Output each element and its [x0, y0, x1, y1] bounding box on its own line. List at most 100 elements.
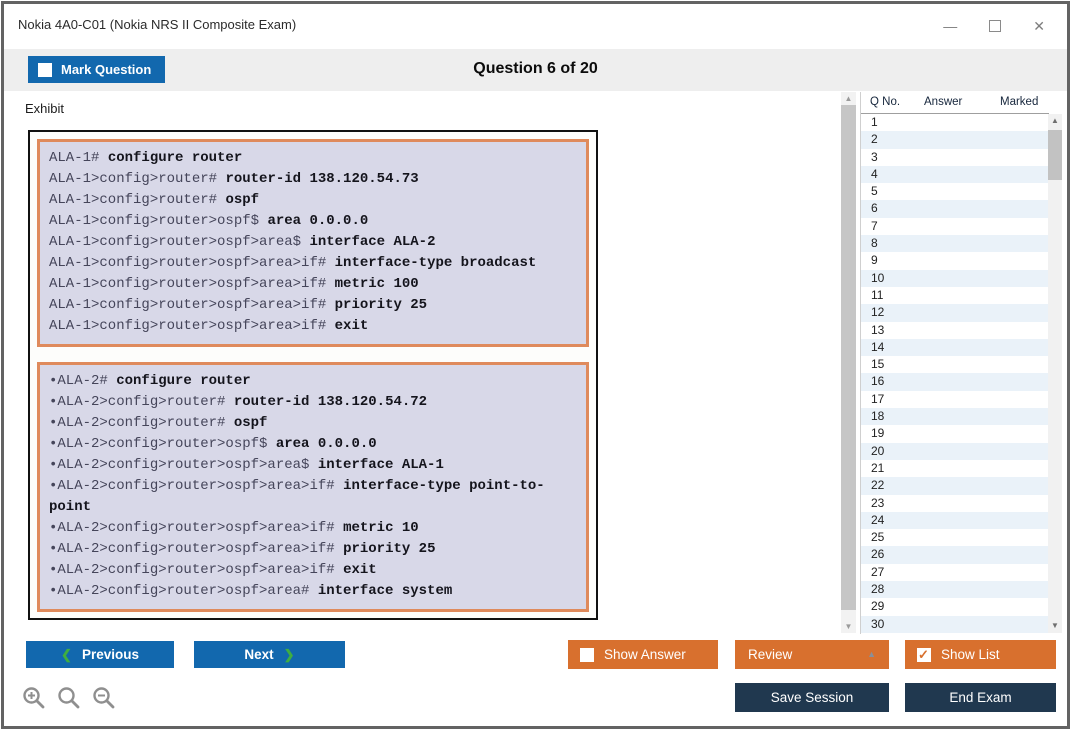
- code-line: •ALA-2>config>router>ospf>area>if# metri…: [49, 520, 419, 536]
- question-list-row[interactable]: 25: [871, 530, 885, 545]
- code-line: •ALA-2# configure router: [49, 373, 251, 389]
- code-line: ALA-1>config>router>ospf$ area 0.0.0.0: [49, 213, 369, 229]
- code-line: •ALA-2>config>router>ospf$ area 0.0.0.0: [49, 436, 377, 452]
- save-session-label: Save Session: [770, 690, 854, 705]
- question-list-row[interactable]: 14: [861, 338, 1049, 357]
- list-scrollbar-thumb[interactable]: [1048, 130, 1062, 180]
- question-list-row[interactable]: 11: [871, 287, 884, 302]
- question-list-row[interactable]: 17: [871, 391, 885, 406]
- zoom-reset-icon[interactable]: [56, 685, 82, 711]
- show-list-button[interactable]: Show List: [905, 640, 1056, 669]
- code-line: •ALA-2>config>router>ospf>area$ interfac…: [49, 457, 444, 473]
- next-button[interactable]: Next ❯: [194, 641, 345, 668]
- question-list-row[interactable]: 2: [861, 131, 1049, 149]
- question-list-row[interactable]: 19: [871, 426, 885, 441]
- show-answer-button[interactable]: Show Answer: [568, 640, 718, 669]
- question-list-row[interactable]: 15: [871, 357, 885, 372]
- chevron-up-icon: ▲: [867, 649, 876, 659]
- previous-label: Previous: [81, 647, 139, 662]
- question-list-row[interactable]: 28: [861, 581, 1049, 599]
- list-scroll-down-icon[interactable]: ▼: [1051, 621, 1059, 630]
- show-answer-checkbox[interactable]: [580, 647, 594, 662]
- mark-question-button[interactable]: Mark Question: [28, 56, 166, 83]
- question-list-scrollbar[interactable]: ▲ ▼: [1048, 114, 1062, 633]
- code-line: ALA-1>config>router# ospf: [49, 192, 260, 208]
- question-list-row[interactable]: 22: [861, 477, 1049, 495]
- end-exam-label: End Exam: [949, 690, 1012, 705]
- end-exam-button[interactable]: End Exam: [905, 683, 1056, 712]
- maximize-icon[interactable]: [989, 20, 1002, 32]
- exhibit-code-block-ala1: ALA-1# configure router ALA-1>config>rou…: [37, 139, 589, 347]
- column-qno: Q No.: [870, 96, 901, 108]
- question-list-row[interactable]: 5: [871, 184, 878, 199]
- scroll-down-icon[interactable]: ▼: [844, 622, 853, 631]
- exhibit-code-block-ala2: •ALA-2# configure router •ALA-2>config>r…: [37, 362, 589, 612]
- previous-button[interactable]: ❮ Previous: [26, 641, 174, 668]
- code-line: •ALA-2>config>router>ospf>area>if# prior…: [49, 541, 436, 557]
- question-list-row[interactable]: 27: [871, 564, 885, 579]
- code-line: ALA-1>config>router>ospf>area$ interface…: [49, 234, 436, 250]
- question-list-row[interactable]: 18: [861, 408, 1049, 426]
- column-marked: Marked: [1000, 96, 1039, 108]
- minimize-icon[interactable]: —: [943, 18, 958, 34]
- scroll-up-icon[interactable]: ▲: [844, 94, 853, 103]
- code-line: •ALA-2>config>router# ospf: [49, 415, 268, 431]
- mark-question-label: Mark Question: [61, 62, 152, 77]
- zoom-in-icon[interactable]: [21, 685, 47, 711]
- exhibit-label: Exhibit: [25, 101, 65, 116]
- titlebar: Nokia 4A0-C01 (Nokia NRS II Composite Ex…: [4, 4, 1067, 49]
- code-line: ALA-1>config>router>ospf>area>if# metric…: [49, 276, 419, 292]
- code-line: ALA-1# configure router: [49, 150, 243, 166]
- question-list-row[interactable]: 4: [861, 165, 1049, 184]
- mark-question-checkbox[interactable]: [38, 62, 52, 77]
- question-list-row[interactable]: 30: [861, 615, 1049, 633]
- code-line: •ALA-2>config>router>ospf>area>if# inter…: [49, 478, 545, 515]
- code-line: •ALA-2>config>router# router-id 138.120.…: [49, 394, 428, 410]
- zoom-out-icon[interactable]: [91, 685, 117, 711]
- code-line: •ALA-2>config>router>ospf>area# interfac…: [49, 583, 453, 599]
- question-list-row[interactable]: 7: [871, 218, 878, 233]
- question-list-row[interactable]: 24: [861, 511, 1049, 530]
- question-list-row[interactable]: 29: [871, 599, 885, 614]
- close-icon[interactable]: ✕: [1033, 18, 1045, 34]
- review-button[interactable]: Review ▲: [735, 640, 889, 669]
- list-scroll-up-icon[interactable]: ▲: [1051, 116, 1059, 125]
- code-line: ALA-1>config>router>ospf>area>if# priori…: [49, 297, 428, 313]
- question-list-header: Q No. Answer Marked: [861, 92, 1049, 114]
- question-list-row[interactable]: 6: [861, 200, 1049, 218]
- window-title: Nokia 4A0-C01 (Nokia NRS II Composite Ex…: [18, 17, 297, 32]
- main-scrollbar-thumb[interactable]: [841, 105, 856, 610]
- question-rows: 1 2 3 4 5 6 7 8 9 10 11 12: [861, 114, 1049, 634]
- question-list-row[interactable]: 9: [871, 253, 878, 268]
- question-list-row[interactable]: 10: [861, 269, 1049, 287]
- code-line: ALA-1>config>router>ospf>area>if# interf…: [49, 255, 537, 271]
- show-list-label: Show List: [941, 647, 1000, 662]
- code-line: ALA-1>config>router# router-id 138.120.5…: [49, 171, 419, 187]
- code-line: •ALA-2>config>router>ospf>area>if# exit: [49, 562, 377, 578]
- column-answer: Answer: [924, 96, 963, 108]
- question-list-row[interactable]: 13: [871, 322, 885, 337]
- save-session-button[interactable]: Save Session: [735, 683, 889, 712]
- exhibit-image: ALA-1# configure router ALA-1>config>rou…: [28, 130, 598, 620]
- question-list-row[interactable]: 20: [861, 442, 1049, 460]
- question-list-row[interactable]: 3: [871, 149, 878, 164]
- main-scrollbar[interactable]: ▲ ▼: [841, 92, 856, 633]
- question-list-row[interactable]: 23: [871, 495, 885, 510]
- chevron-right-icon: ❯: [283, 646, 295, 662]
- show-list-checkbox[interactable]: [917, 647, 931, 663]
- chevron-left-icon: ❮: [61, 646, 72, 662]
- question-list-row[interactable]: 21: [871, 460, 885, 475]
- question-list-panel: Q No. Answer Marked 1 2 3 4 5 6 7 8 9: [860, 92, 1049, 634]
- question-list-row[interactable]: 26: [861, 546, 1049, 564]
- show-answer-label: Show Answer: [604, 647, 686, 662]
- review-label: Review: [748, 647, 793, 662]
- question-list-row[interactable]: 1: [871, 115, 878, 129]
- question-list-row[interactable]: 16: [861, 373, 1049, 391]
- next-label: Next: [244, 647, 274, 662]
- question-list-row[interactable]: 12: [861, 304, 1049, 322]
- question-list-row[interactable]: 8: [861, 235, 1049, 253]
- header-strip: Question 6 of 20 Mark Question: [4, 49, 1067, 91]
- question-counter: Question 6 of 20: [473, 60, 598, 77]
- zoom-toolbar: [21, 685, 117, 711]
